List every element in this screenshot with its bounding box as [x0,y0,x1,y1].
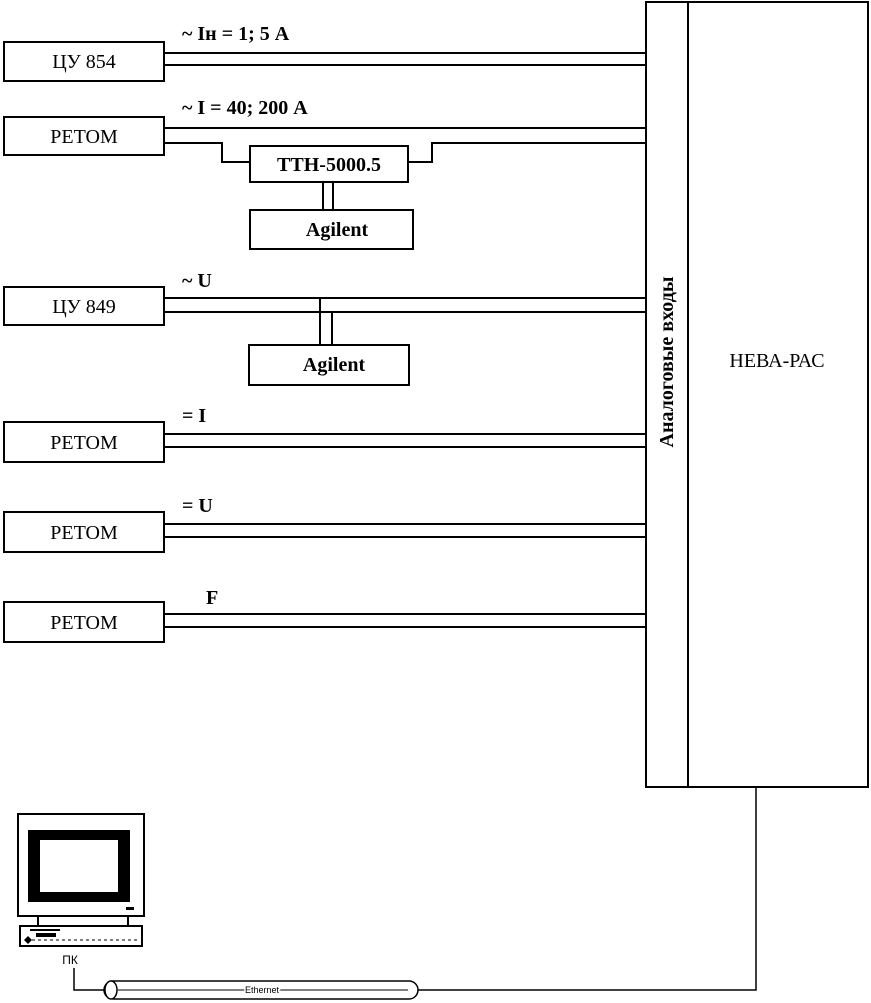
wire-2b-left [164,142,250,163]
agilent2-label: Agilent [303,354,366,376]
ethernet-label: Ethernet [245,985,280,995]
neva-label: НЕВА-РАС [729,350,824,372]
retom1-box [3,116,165,156]
ttn-box [249,145,409,183]
retom2-box [3,421,165,463]
retom4-box [3,601,165,643]
retom3-label: РЕТОМ [50,522,118,544]
cu854-label: ЦУ 854 [52,51,116,73]
retom2-label: РЕТОМ [50,432,118,454]
retom4-label: РЕТОМ [50,612,118,634]
ethernet-link-right [418,787,757,991]
pc-label: ПК [62,953,78,967]
signal-2: ~ I = 40; 200 А [182,97,308,119]
cu849-label: ЦУ 849 [52,296,116,318]
retom1-label: РЕТОМ [50,126,118,148]
analog-inputs-label: Аналоговые входы [656,276,678,447]
ttn-label: ТТН-5000.5 [277,154,381,176]
agilent2-box [248,344,410,386]
cu849-box [3,286,165,326]
ethernet-link-left [73,968,104,991]
signal-3: ~ U [182,270,212,292]
ethernet-cable [103,980,419,1000]
wire-2b-right [408,142,646,163]
signal-5: = U [182,495,213,517]
computer-icon [17,813,145,947]
neva-unit [645,1,869,788]
retom3-box [3,511,165,553]
agilent1-label: Agilent [306,219,369,241]
cu854-box [3,41,165,82]
signal-6: F [206,587,218,609]
signal-4: = I [182,405,206,427]
agilent1-box [249,209,414,250]
signal-1: ~ Iн = 1; 5 А [182,23,290,45]
